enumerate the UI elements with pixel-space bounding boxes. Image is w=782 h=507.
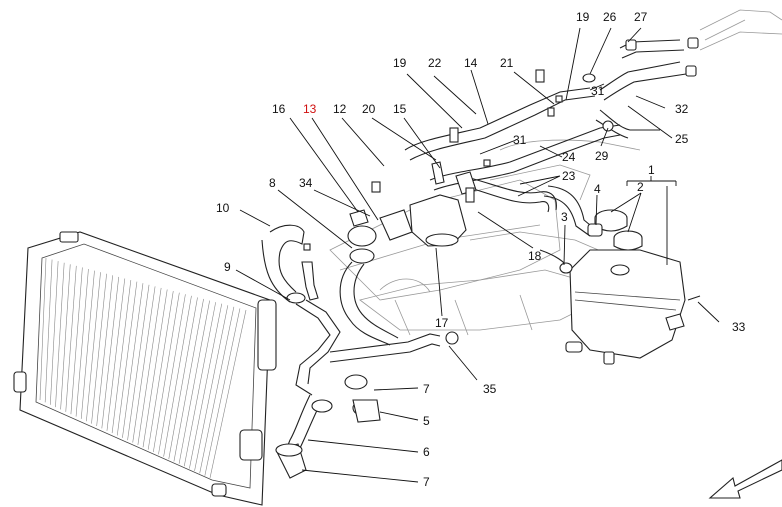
radiator-fin [80,270,95,419]
radiator-fin [65,265,77,412]
callout-33: 33 [732,320,746,334]
radiator-fin [70,267,83,415]
radiator-fin [91,273,107,424]
callout-2: 2 [637,180,644,194]
radiator-fin [163,295,192,457]
callout-7b: 7 [423,475,430,489]
radiator-fin [209,309,247,479]
callout-7a: 7 [423,382,430,396]
callout-6: 6 [423,445,430,459]
radiator-fin [75,269,89,417]
callout-27: 27 [634,10,648,24]
callout-24: 24 [562,150,576,164]
callout-labels: 1 2 3 4 5 6 7 7 8 9 10 12 13 14 15 16 17… [216,10,746,489]
radiator-fin [101,276,120,429]
callout-34: 34 [299,176,313,190]
callout-8: 8 [269,176,276,190]
callout-19b: 19 [576,10,590,24]
callout-23: 23 [562,169,576,183]
radiator-fin [127,284,150,441]
radiator-fin [96,275,113,427]
thermostat-housing [347,161,477,264]
callout-5: 5 [423,414,430,428]
radiator-fin [55,262,65,408]
radiator-fin [106,278,126,431]
callout-9: 9 [224,260,231,274]
radiator-fin [116,281,138,436]
callout-31b: 31 [513,133,527,147]
leader-lines [235,27,720,483]
radiator-fin [173,298,204,462]
callout-12: 12 [333,102,347,116]
clamps [286,69,701,413]
radiator-fin [204,308,241,476]
radiator-fin [168,297,198,460]
radiator-fin [189,303,223,469]
radiator-fin [50,261,59,405]
callout-1: 1 [648,163,655,177]
callout-29: 29 [595,149,609,163]
callout-16: 16 [272,102,286,116]
callout-4: 4 [594,182,601,196]
callout-21: 21 [500,56,514,70]
radiator-fin [132,286,156,443]
callout-20: 20 [362,102,376,116]
filler-caps [594,209,643,251]
radiator-fin [199,306,235,474]
radiator-fin [39,257,47,401]
callout-3: 3 [561,210,568,224]
radiator-fin [194,305,229,471]
callout-13: 13 [303,102,317,116]
callout-17: 17 [435,316,449,330]
radiator-fin [147,291,174,450]
callout-22: 22 [428,56,442,70]
callout-26: 26 [603,10,617,24]
radiator-fin [183,302,216,467]
front-direction-arrow-icon [708,459,782,499]
callout-19a: 19 [393,56,407,70]
callout-14: 14 [464,56,478,70]
callout-31a: 31 [591,84,605,98]
callout-18: 18 [528,249,542,263]
radiator-fin [142,289,168,448]
radiator-fin [158,294,186,455]
hoses [261,9,782,479]
callout-15: 15 [393,102,407,116]
radiator-fin [44,259,53,403]
callout-32: 32 [675,102,689,116]
radiator-fin [122,283,144,438]
callout-10: 10 [216,201,230,215]
radiator-fin [153,292,180,453]
radiator-fin [178,300,210,464]
expansion-tank [565,249,686,365]
callout-25: 25 [675,132,689,146]
radiator-fin [137,287,162,445]
radiator [13,231,277,506]
callout-35: 35 [483,382,497,396]
radiator-fin [86,272,101,422]
radiator-fin [60,264,71,410]
radiator-fin [111,280,132,434]
